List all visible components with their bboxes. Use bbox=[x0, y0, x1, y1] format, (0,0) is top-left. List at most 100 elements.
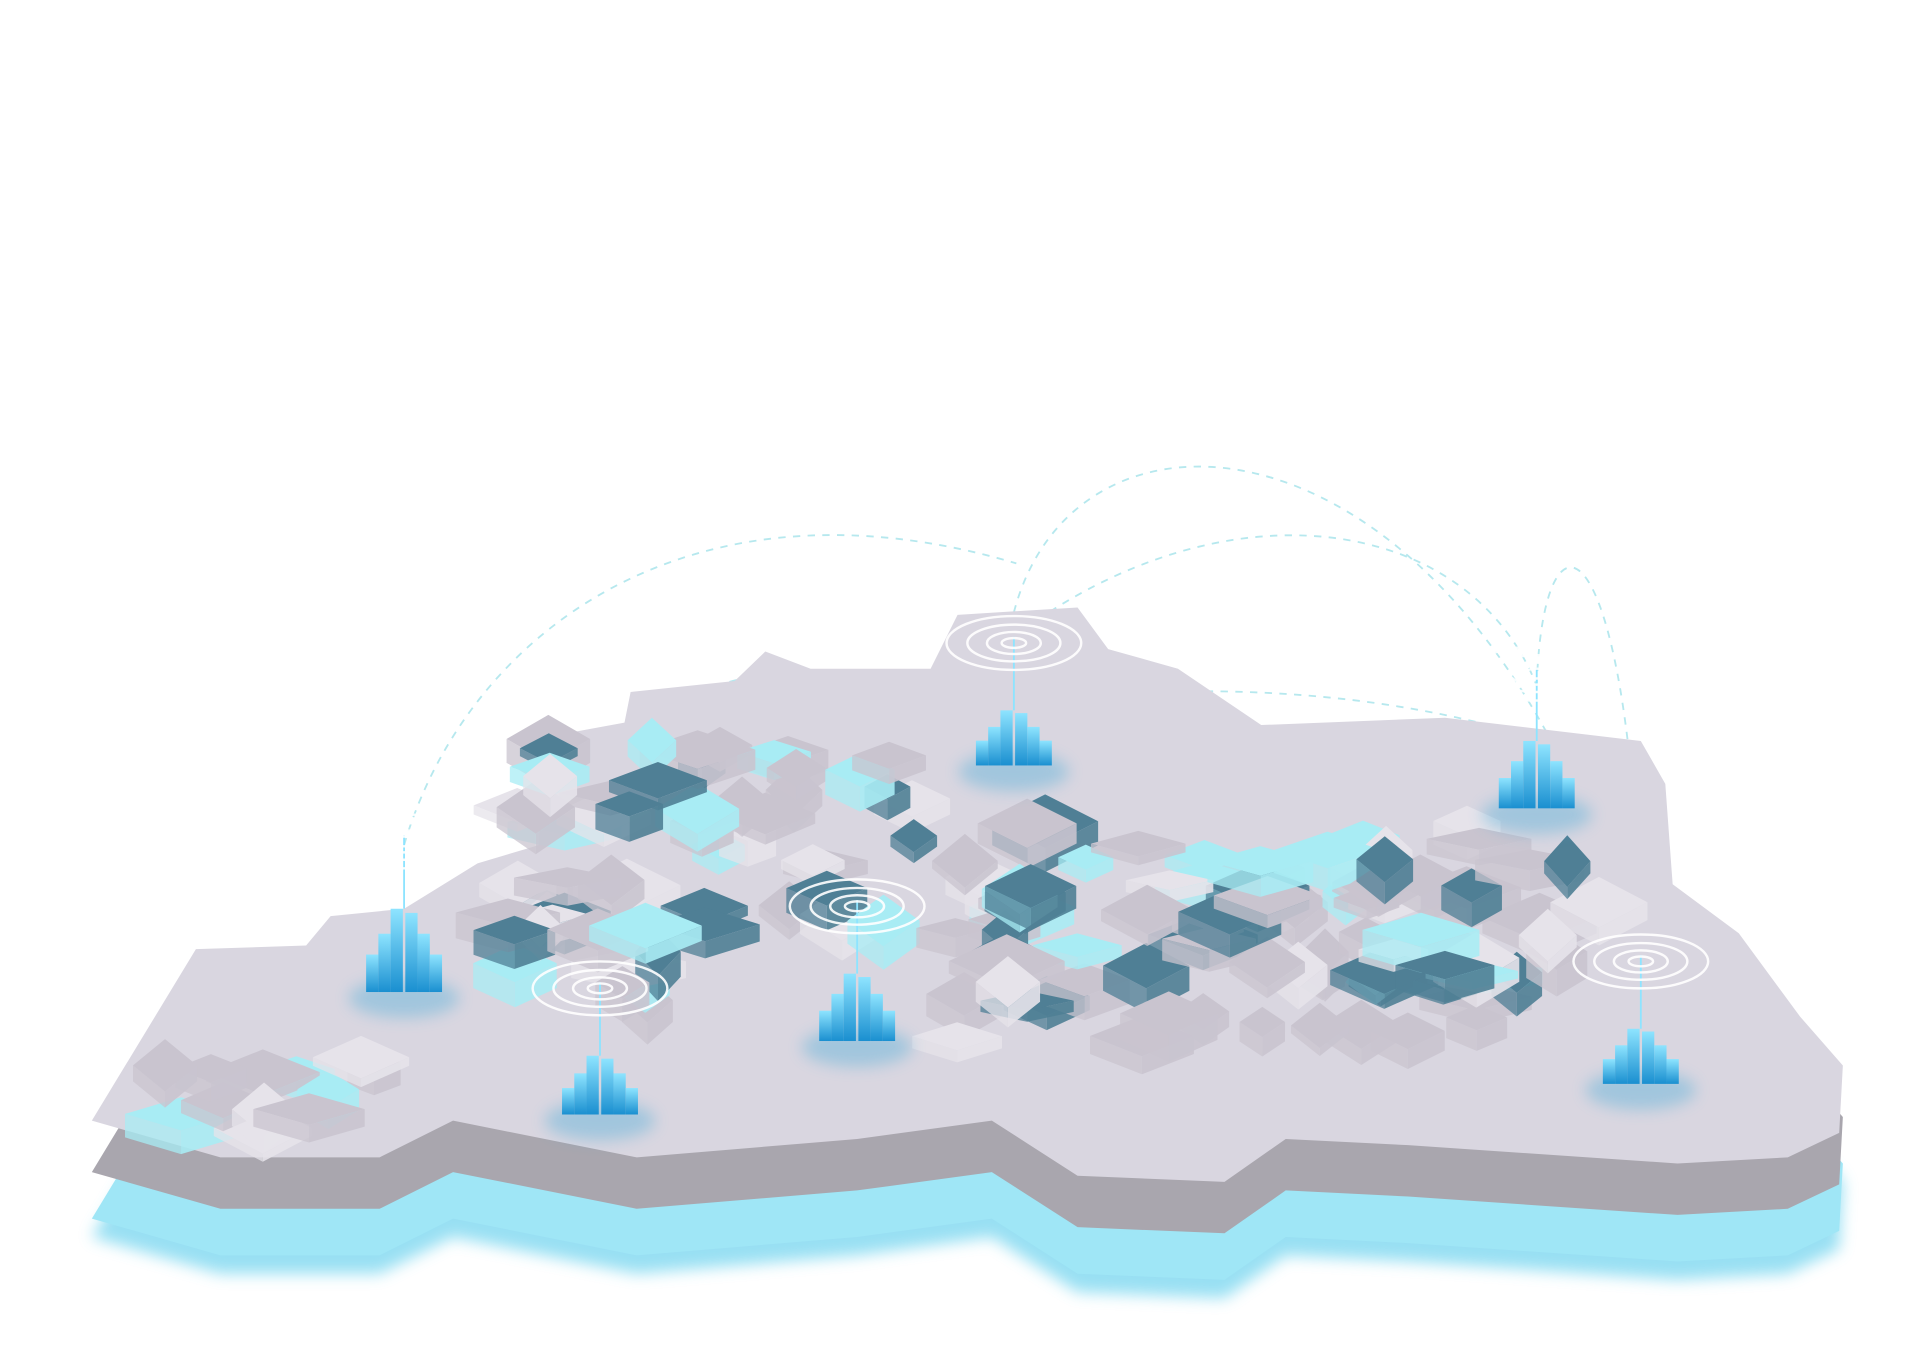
block-side bbox=[655, 808, 698, 852]
building-block bbox=[312, 1035, 410, 1088]
building-block bbox=[1356, 836, 1414, 905]
block-top bbox=[1207, 846, 1314, 876]
signal-tower-icon bbox=[348, 835, 460, 1018]
block-top bbox=[496, 780, 576, 834]
block-top bbox=[655, 783, 740, 835]
block-side bbox=[595, 803, 630, 842]
block-side bbox=[912, 1036, 958, 1063]
block-side bbox=[1168, 1013, 1218, 1062]
block-side bbox=[657, 780, 707, 811]
block-side bbox=[916, 927, 956, 958]
block-side bbox=[758, 905, 790, 940]
ring bbox=[1468, 645, 1606, 702]
block-side bbox=[473, 963, 515, 1008]
block-side bbox=[1267, 895, 1322, 929]
block-top bbox=[1362, 912, 1480, 948]
block-side bbox=[1475, 859, 1530, 891]
tower-spire bbox=[1523, 740, 1536, 809]
tower-spire bbox=[1602, 1059, 1616, 1084]
block-side bbox=[1260, 860, 1314, 897]
tower-spire bbox=[1615, 1045, 1628, 1084]
block-side bbox=[852, 755, 890, 785]
block-side bbox=[977, 823, 1028, 869]
block-side bbox=[1384, 859, 1414, 905]
ring bbox=[1000, 636, 1028, 650]
block-side bbox=[1290, 1025, 1320, 1057]
block-side bbox=[780, 860, 813, 885]
ring bbox=[1488, 654, 1585, 694]
tower-spire bbox=[1511, 761, 1524, 809]
block-side bbox=[964, 860, 998, 896]
ring bbox=[571, 976, 629, 1001]
tower-spire bbox=[1550, 761, 1563, 809]
block-top bbox=[852, 741, 926, 770]
block-side bbox=[1348, 884, 1377, 911]
block-top bbox=[932, 833, 998, 888]
ring bbox=[531, 960, 669, 1017]
building-block bbox=[1290, 1002, 1349, 1057]
block-side bbox=[1229, 962, 1268, 999]
block-side bbox=[1547, 935, 1577, 974]
building-block bbox=[1090, 830, 1186, 866]
block-top bbox=[455, 898, 561, 927]
block-top bbox=[523, 753, 578, 799]
ring bbox=[390, 835, 418, 848]
tower-spire bbox=[429, 954, 443, 993]
block-side bbox=[1330, 970, 1385, 1009]
block-side bbox=[705, 924, 760, 959]
block-top bbox=[766, 749, 826, 787]
block-side bbox=[889, 755, 926, 785]
block-side bbox=[309, 1109, 365, 1143]
block-top bbox=[1395, 950, 1495, 980]
block-side bbox=[657, 951, 681, 1002]
block-top bbox=[627, 717, 677, 763]
block-side bbox=[913, 835, 938, 864]
tower-spire bbox=[988, 726, 1001, 766]
block-side bbox=[1007, 981, 1041, 1028]
block-side bbox=[165, 1065, 198, 1108]
block-top bbox=[780, 844, 845, 877]
tower-glow bbox=[544, 1101, 656, 1141]
tower-spire bbox=[390, 908, 403, 993]
building-block bbox=[932, 833, 998, 896]
block-side bbox=[629, 803, 664, 842]
ring bbox=[1508, 661, 1565, 686]
tower-spire bbox=[975, 740, 989, 766]
signal-tower-icon bbox=[544, 982, 656, 1141]
ring bbox=[966, 623, 1062, 663]
block-side bbox=[567, 877, 621, 906]
block-top bbox=[513, 867, 621, 888]
block-side bbox=[890, 835, 914, 864]
block-top bbox=[1426, 827, 1532, 850]
block-side bbox=[1085, 857, 1114, 883]
tower-spire bbox=[1015, 713, 1028, 766]
block-side bbox=[1120, 1013, 1169, 1062]
block-top bbox=[715, 792, 816, 835]
tower-spire bbox=[1000, 710, 1013, 766]
block-side bbox=[985, 886, 1031, 931]
tower-spire bbox=[1498, 778, 1512, 809]
ring bbox=[809, 886, 905, 926]
tower-spire bbox=[586, 1055, 599, 1115]
block-top bbox=[1433, 805, 1501, 837]
block-side bbox=[975, 981, 1008, 1028]
signal-towers bbox=[348, 636, 1696, 1141]
block-side bbox=[1426, 838, 1480, 866]
building-block bbox=[253, 1093, 365, 1143]
block-side bbox=[635, 951, 658, 1002]
tower-spire bbox=[882, 1010, 896, 1042]
block-side bbox=[231, 1109, 265, 1153]
block-side bbox=[887, 786, 911, 821]
block-side bbox=[1213, 895, 1268, 929]
block-side bbox=[1444, 965, 1495, 1003]
block-side bbox=[253, 1109, 310, 1143]
tower-glow bbox=[1481, 794, 1592, 835]
block-side bbox=[361, 1057, 410, 1088]
block-top bbox=[1239, 1006, 1286, 1038]
block-side bbox=[647, 1000, 673, 1045]
block-side bbox=[911, 798, 951, 833]
broadcast-rings bbox=[335, 614, 1710, 1017]
block-side bbox=[1395, 965, 1445, 1003]
block-top bbox=[519, 733, 578, 764]
block-side bbox=[1138, 843, 1186, 866]
